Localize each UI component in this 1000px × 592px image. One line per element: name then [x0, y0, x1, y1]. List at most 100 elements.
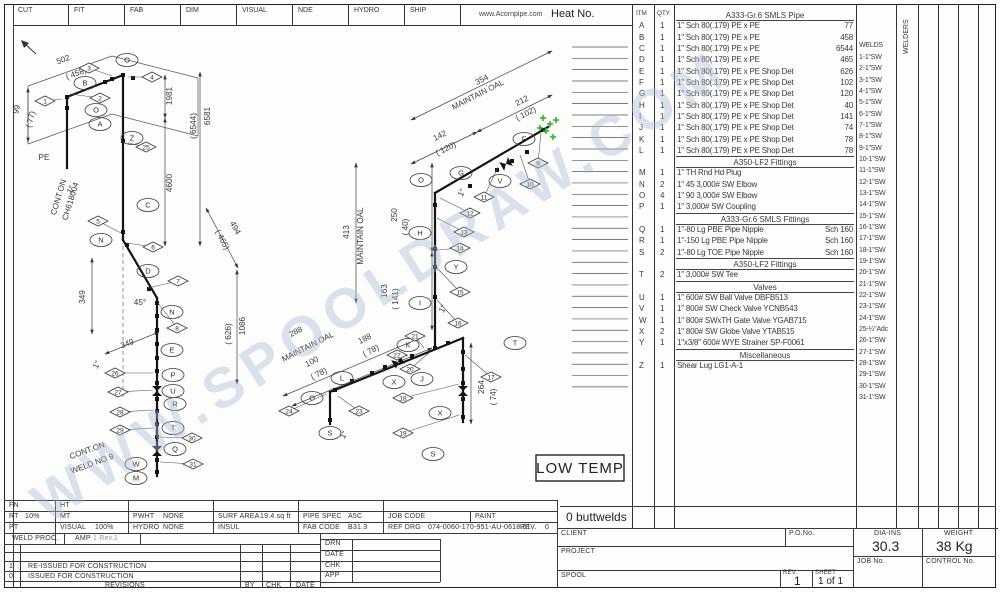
item-bubble-label: C [145, 201, 151, 210]
tb-line [4, 552, 320, 553]
weld-leader [402, 414, 460, 434]
dimension-text: ( 77) [24, 110, 37, 129]
weld-tick [433, 203, 437, 207]
bom-itm: T [639, 270, 644, 280]
dimension-text: ( 6544) [189, 113, 198, 139]
item-bubble-label: D [145, 267, 151, 276]
item-bubble [428, 406, 452, 420]
weld-entry: 9-1"SW [859, 144, 882, 152]
bom-desc: Shear Lug LG1-A-1 [677, 360, 743, 370]
weld-flag [447, 317, 469, 329]
bom-itm: S [639, 247, 645, 257]
dimension-text: 1" [437, 303, 448, 314]
bom-underline [676, 156, 854, 158]
item-bubble [488, 174, 512, 188]
weld-leader [464, 354, 492, 378]
weld-flag-number: 24 [285, 408, 293, 415]
bom-itm: J [639, 123, 643, 133]
tb-line [440, 539, 441, 582]
bom-itm: Y [639, 338, 645, 348]
bom-itm: C [639, 43, 645, 53]
item-bubble [512, 132, 536, 146]
job-no-label: JOB No. [857, 558, 885, 565]
dimension-text: 1" [65, 184, 76, 195]
weld-flag [519, 178, 541, 190]
bom-itm: P [639, 202, 645, 212]
sheet-label: SHEET [815, 570, 837, 576]
bom-qty: 1 [660, 89, 665, 99]
item-bubble-label: N [98, 236, 103, 245]
weld-flag-number: 30 [188, 435, 196, 442]
tb-line [557, 528, 996, 529]
weld-leader [483, 166, 499, 198]
pipe-spec-label: PIPE SPEC [303, 513, 342, 520]
item-bubble [84, 103, 108, 117]
weld-tick [370, 371, 374, 375]
item-bubble [136, 198, 160, 212]
bom-qty-header: QTY [657, 10, 670, 17]
bom-desc: 1" 90 3,000# SW Elbow [677, 191, 758, 201]
rev1-desc: RE-ISSUED FOR CONSTRUCTION [28, 563, 147, 570]
bom-qty: 1 [660, 338, 665, 348]
dimension-text: 142 [432, 128, 449, 142]
po-label: P.O.No. [789, 530, 815, 537]
weld-entry: 19-1"SW [859, 257, 886, 265]
ref-drg-value: 074-0060-170-951-AU-0618.01 [428, 524, 531, 531]
weld-tick [433, 265, 437, 269]
bom-desc: 1"x3/8" 600# WYE Strainer SP-F0061 [677, 338, 805, 348]
pipe-run [433, 125, 550, 195]
weld-tick [155, 397, 159, 401]
amp-value: 1 Rev.1 [93, 535, 119, 542]
weld-flag-number: 12 [466, 210, 474, 217]
bom-grid-line [654, 4, 655, 528]
bom-itm: M [639, 168, 646, 178]
weld-flag [166, 322, 188, 334]
weld-flag [87, 215, 109, 227]
weld-entry: 28-1"SW [859, 359, 886, 367]
low-temp-note: LOW TEMP [535, 454, 625, 482]
bom-desc: 1" Sch 80(.179) PE x PE Shop Det [677, 89, 794, 99]
item-bubble [160, 343, 184, 357]
qc-cell-visual: VISUAL [237, 4, 293, 25]
weld-tick [461, 381, 465, 385]
weld-tick [103, 80, 107, 84]
ref-rev-label: REV. [520, 524, 537, 531]
bom-desc: 1" 800# SW Check Valve YCNB543 [677, 304, 798, 314]
valve-symbol [391, 355, 405, 369]
weld-tick [328, 418, 332, 422]
bom-qty: 1 [660, 145, 665, 155]
left-margin-line [13, 4, 14, 588]
tb-line [352, 539, 353, 582]
tb-line [922, 528, 923, 588]
rt-label: RT [9, 513, 19, 520]
sheet-value: 1 of 1 [818, 576, 844, 587]
hydro-value: NONE [163, 524, 185, 531]
tb-line [262, 544, 263, 588]
weld-tick [121, 139, 125, 143]
weld-tick [155, 381, 159, 385]
weld-entry: 26-1"SW [859, 337, 886, 345]
project-label: PROJECT [561, 548, 596, 555]
weld-tick [155, 422, 159, 426]
bom-section-header: Valves [676, 282, 854, 293]
weld-flag [404, 330, 426, 342]
bom-grid-line [896, 4, 897, 528]
dimension-text: 264 [477, 380, 486, 394]
bom-qty: 4 [660, 191, 665, 201]
item-bubble [163, 397, 187, 411]
weld-entry: 11-1"SW [859, 167, 885, 175]
weld-entry: 13-1"SW [859, 189, 886, 197]
item-bubble-label: R [172, 400, 178, 409]
heat-no-label: Heat No. [551, 8, 595, 20]
control-no-label: CONTROL No. [926, 558, 976, 565]
item-bubble [161, 421, 185, 435]
weld-flag-number: 31 [189, 461, 197, 468]
bom-itm: H [639, 100, 645, 110]
dimension-line [104, 331, 160, 355]
chk-label: CHK [266, 582, 282, 589]
dimension-line [205, 207, 239, 269]
weld-tick [461, 350, 465, 354]
bom-itm: R [639, 236, 645, 246]
item-bubble [408, 296, 432, 310]
